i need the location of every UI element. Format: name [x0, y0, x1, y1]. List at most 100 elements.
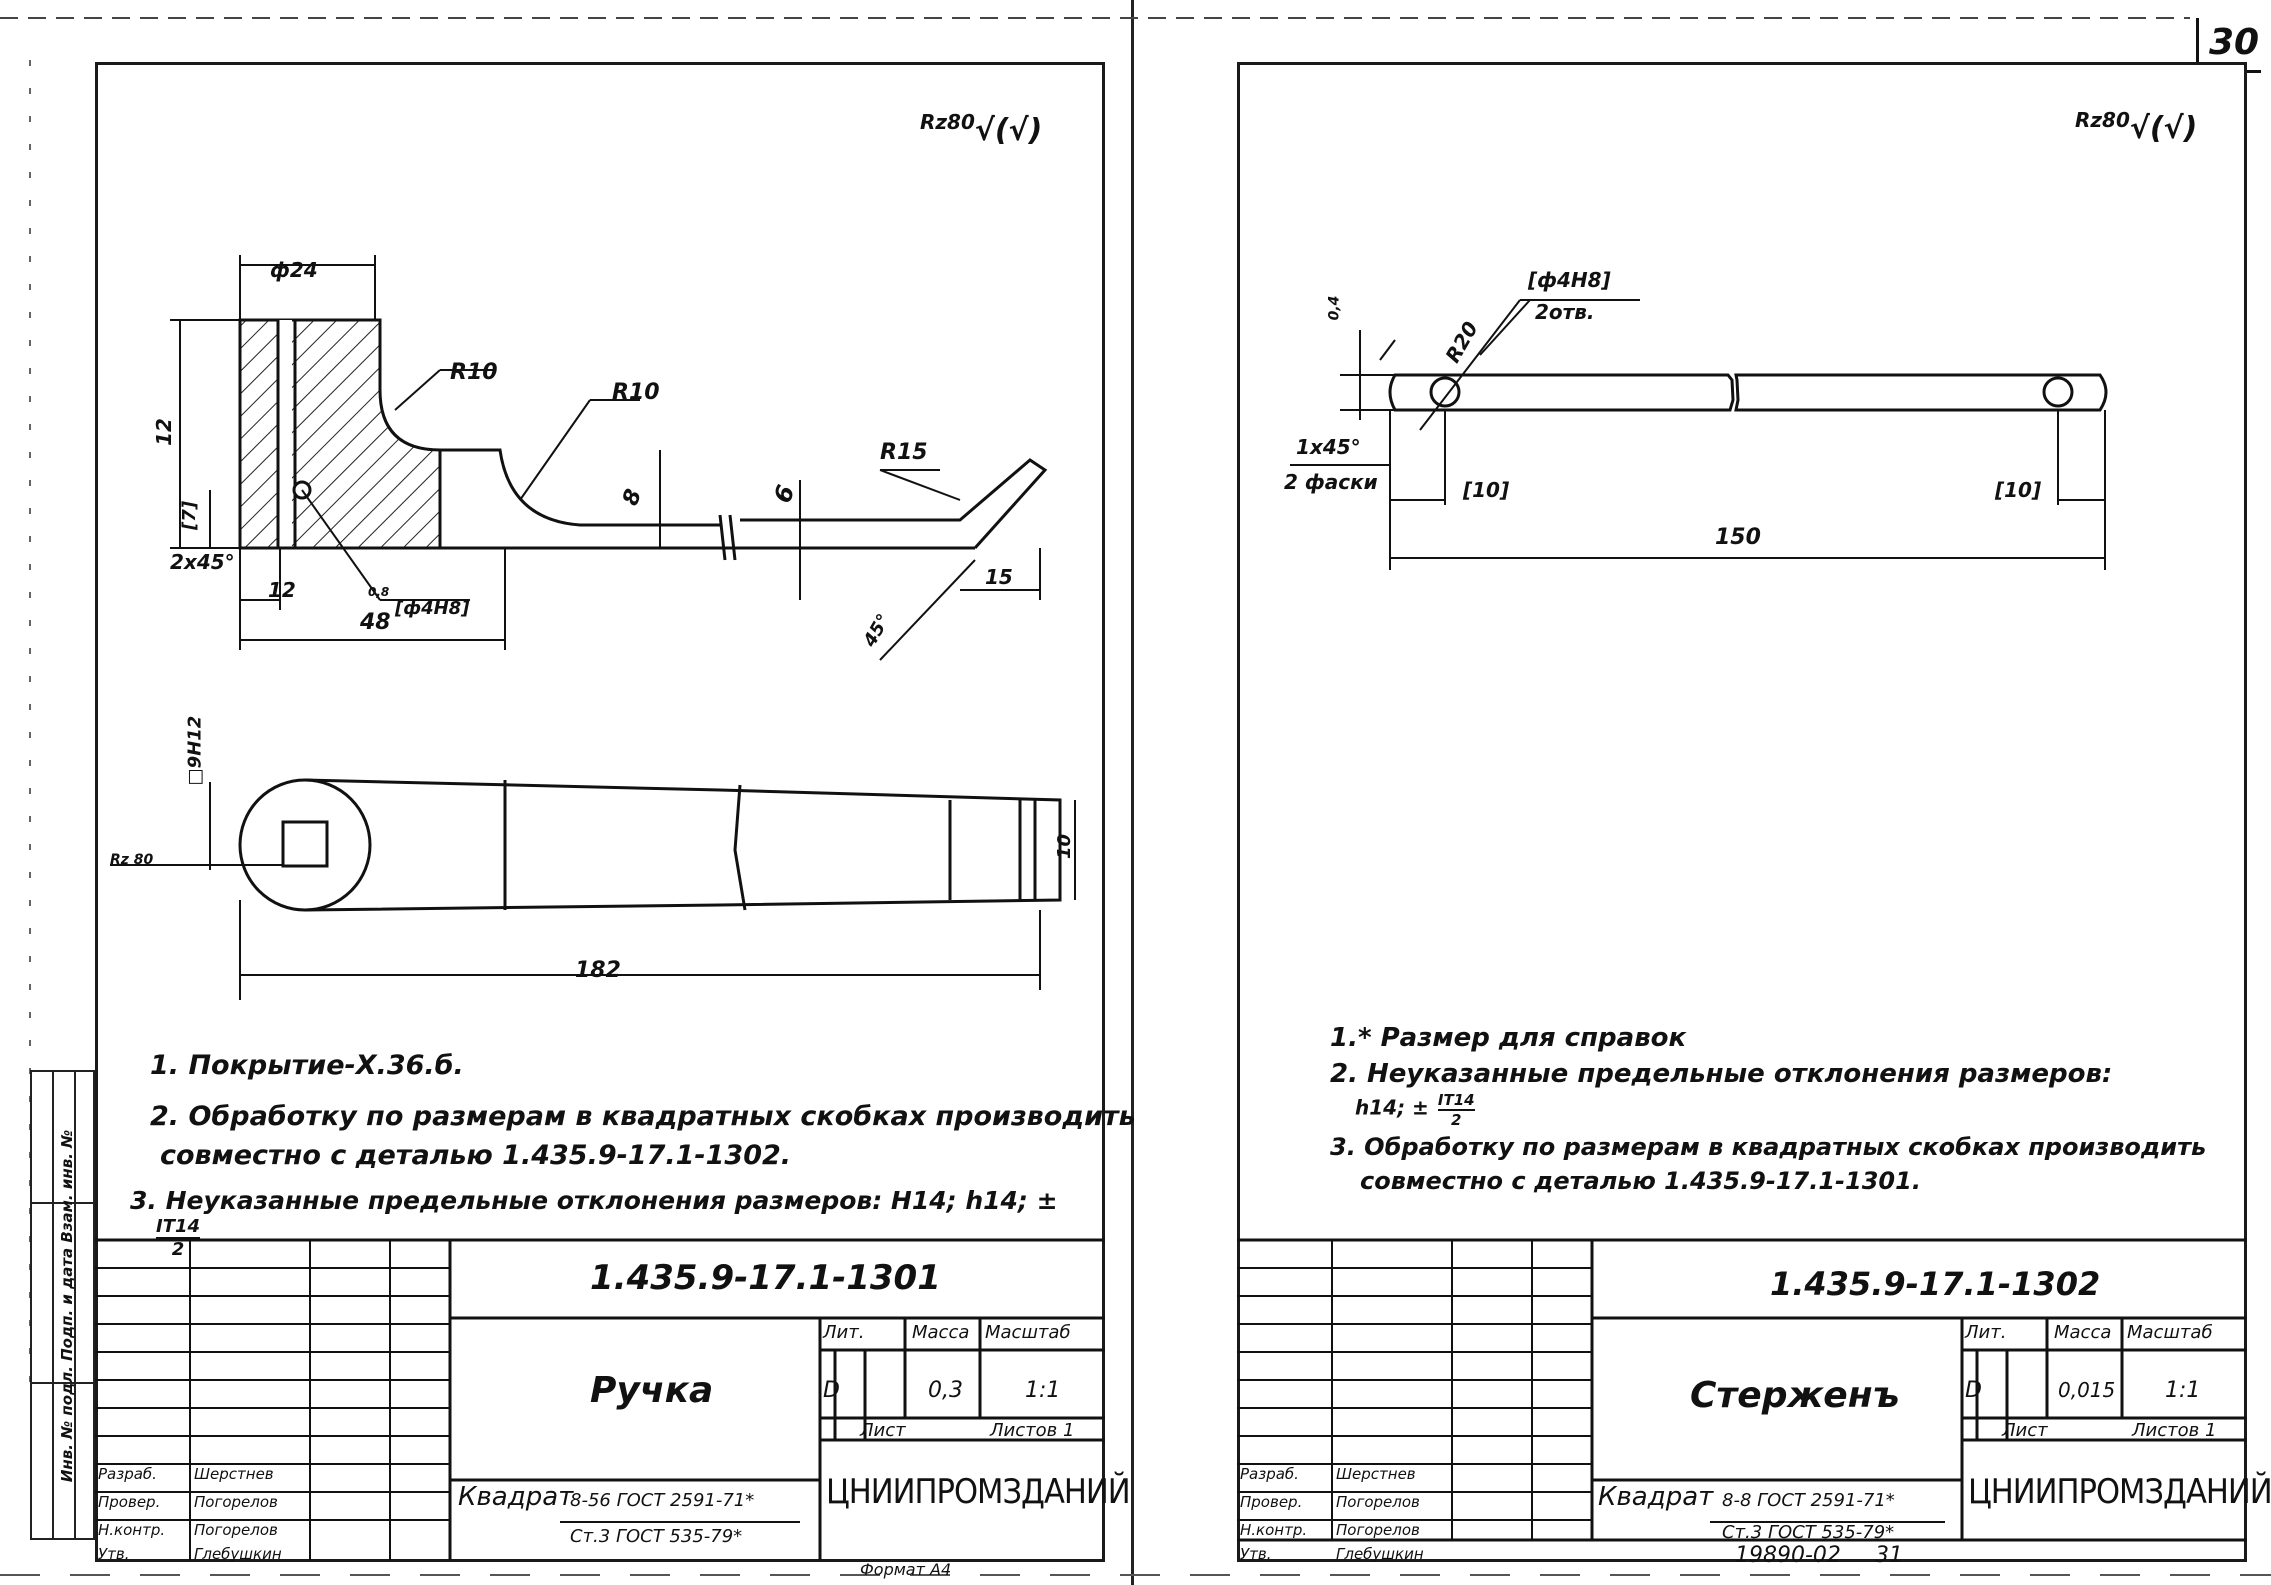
right-mass-value: 0,015 [2058, 1378, 2116, 1402]
dim-width-12: 12 [268, 578, 296, 602]
dim-small-right: 0,4 [1326, 295, 1343, 321]
roughness-value-right: Rz80 [2075, 108, 2130, 132]
right-drawing-sheet [1237, 62, 2247, 1562]
role-approver: Утв. [98, 1545, 130, 1563]
roughness-symbol-right: Rz80√(√) [2075, 108, 2197, 146]
right-scale-label: Масштаб [2127, 1322, 2213, 1343]
name-norm: Погорелов [194, 1521, 278, 1539]
right-footer-code: 19890-02 [1735, 1543, 1841, 1568]
r-name-developer: Шерстнев [1336, 1465, 1416, 1483]
note-1: 1. Покрытие-Х.36.б. [150, 1050, 464, 1081]
roughness-suffix: (√) [994, 113, 1043, 148]
dim-r15: R15 [880, 440, 928, 465]
role-developer: Разраб. [98, 1465, 157, 1483]
r-name-checker: Погорелов [1336, 1493, 1420, 1511]
right-sheets-label: Листов 1 [2132, 1420, 2217, 1441]
right-lit-label: Лит. [1965, 1322, 2007, 1343]
roughness-value: Rz80 [920, 110, 975, 134]
roughness-symbol-left: Rz80√(√) [920, 110, 1042, 148]
note-3-it14: IT14 [156, 1216, 201, 1239]
left-drawing-sheet [95, 62, 1105, 1562]
note-2-cont: совместно с деталью 1.435.9-17.1-1302. [160, 1140, 792, 1171]
name-checker: Погорелов [194, 1493, 278, 1511]
left-material-label: Квадрат [458, 1482, 574, 1512]
left-mass-value: 0,3 [928, 1378, 963, 1403]
dim-phi24: ф24 [270, 258, 318, 282]
dim-chamfer-right: 1x45° [1296, 435, 1361, 459]
roughness-suffix-right: (√) [2149, 111, 2198, 146]
left-format: Формат А4 [860, 1560, 952, 1579]
left-part-name: Ручка [590, 1370, 714, 1411]
dim-length-10-a: [10] [1463, 478, 1510, 502]
left-doc-number: 1.435.9-17.1-1301 [590, 1258, 941, 1298]
left-scale-value: 1:1 [1025, 1378, 1061, 1403]
dim-holes-count: 2отв. [1535, 300, 1595, 324]
left-material-top: 8-56 ГОСТ 2591-71* [570, 1490, 755, 1511]
left-title-block-grid [95, 1238, 1105, 1560]
r-note-2: 2. Неуказанные предельные отклонения раз… [1330, 1059, 2113, 1089]
right-material-bottom: Ст.3 ГОСТ 535-79* [1722, 1522, 1895, 1543]
note-2: 2. Обработку по размерам в квадратных ск… [150, 1101, 1136, 1132]
right-sheet-label: Лист [2002, 1420, 2048, 1441]
dim-hole-right: [ф4H8] [1528, 268, 1611, 292]
r-role-approver: Утв. [1240, 1545, 1272, 1563]
dim-length-150: 150 [1715, 525, 1761, 550]
right-title-block-grid [1237, 1238, 2247, 1542]
dim-chamfer: 2x45° [170, 550, 235, 574]
dim-rz80: Rz 80 [110, 852, 154, 868]
right-mass-label: Масса [2054, 1322, 2112, 1343]
page-number: 30 [2209, 22, 2260, 63]
right-scale-value: 1:1 [2165, 1378, 2201, 1403]
dim-r10-a: R10 [450, 360, 498, 385]
handle-top-view [110, 778, 1076, 1000]
left-sheet-label: Лист [860, 1420, 906, 1441]
role-checker: Провер. [98, 1493, 161, 1511]
vertical-stamp-strip: Инв. № подл. Подп. и дата Взам. инв. № [30, 1070, 95, 1540]
check-icon-right: √ [2129, 111, 2150, 146]
dim-width-48: 48 [360, 610, 391, 635]
dim-r10-b: R10 [612, 380, 660, 405]
name-approver: Глебушкин [194, 1545, 282, 1563]
role-norm: Н.контр. [98, 1521, 166, 1539]
dim-chamfer-count: 2 фаски [1284, 470, 1378, 494]
right-doc-number: 1.435.9-17.1-1302 [1770, 1265, 2101, 1303]
right-material-label: Квадрат [1598, 1482, 1714, 1512]
r-note-2-divisor: 2 [1451, 1111, 1462, 1129]
r-note-2-it14: IT14 [1437, 1091, 1475, 1111]
dim-small: 0,8 [368, 585, 390, 599]
left-mass-label: Масса [912, 1322, 970, 1343]
right-lit-value: D [1965, 1378, 1982, 1403]
left-scale-label: Масштаб [985, 1322, 1071, 1343]
handle-side-view [170, 255, 1048, 661]
center-divider [1131, 0, 1134, 1585]
name-developer: Шерстнев [194, 1465, 274, 1483]
check-icon: √ [974, 113, 995, 148]
r-role-norm: Н.контр. [1240, 1521, 1308, 1539]
r-role-developer: Разраб. [1240, 1465, 1299, 1483]
dim-length-10-b: [10] [1995, 478, 2042, 502]
dim-length-182: 182 [575, 958, 621, 983]
r-note-1: 1.* Размер для справок [1330, 1023, 1687, 1053]
r-name-approver: Глебушкин [1336, 1545, 1424, 1563]
right-material-top: 8-8 ГОСТ 2591-71* [1722, 1490, 1895, 1511]
note-3-divisor: 2 [171, 1239, 185, 1260]
r-note-3: 3. Обработку по размерам в квадратных ск… [1330, 1133, 2207, 1161]
r-role-checker: Провер. [1240, 1493, 1303, 1511]
left-notes: 1. Покрытие-Х.36.б. 2. Обработку по разм… [130, 1050, 1136, 1260]
right-footer-sheet: 31 [1875, 1543, 1903, 1568]
r-note-3-cont: совместно с деталью 1.435.9-17.1-1301. [1360, 1167, 1921, 1195]
right-notes: 1.* Размер для справок 2. Неуказанные пр… [1330, 1023, 2230, 1195]
left-material-bottom: Ст.3 ГОСТ 535-79* [570, 1526, 743, 1547]
left-sheets-label: Листов 1 [990, 1420, 1075, 1441]
dim-length-15: 15 [985, 565, 1013, 589]
left-org: ЦНИИПРОМЗДАНИЙ [826, 1472, 1131, 1512]
dim-hole: [ф4H8] [395, 598, 470, 619]
r-note-2-tol: h14; ± [1355, 1095, 1429, 1120]
r-name-norm: Погорелов [1336, 1521, 1420, 1539]
right-part-name: Стерженъ [1690, 1375, 1900, 1416]
left-lit-value: D [823, 1378, 840, 1403]
right-org: ЦНИИПРОМЗДАНИЙ [1968, 1472, 2271, 1512]
note-3: 3. Неуказанные предельные отклонения раз… [130, 1186, 1058, 1215]
